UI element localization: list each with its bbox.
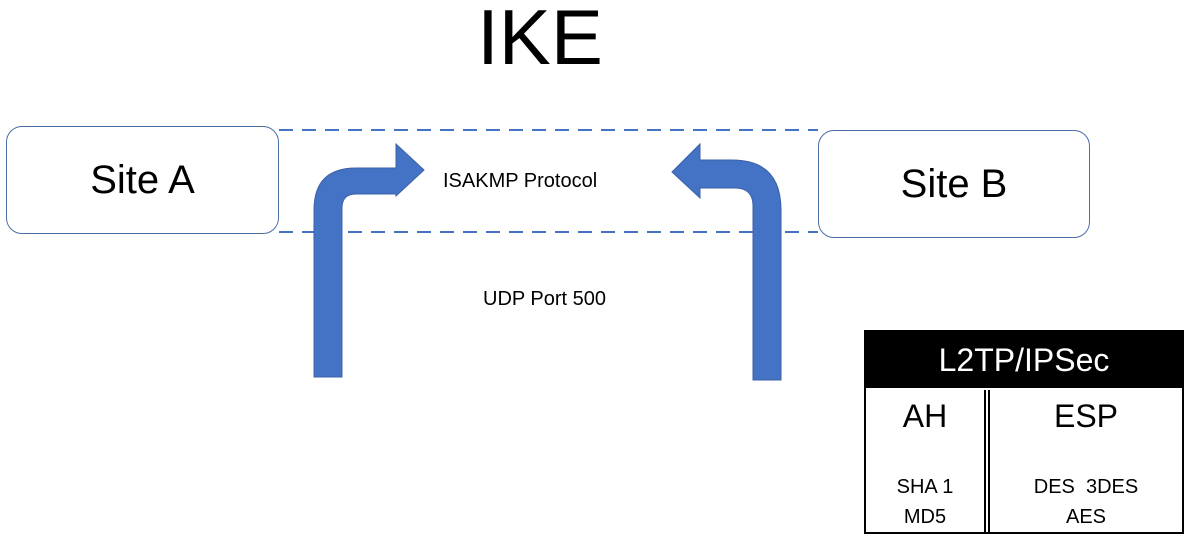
protocol-label: ISAKMP Protocol (443, 170, 598, 192)
site-a-label: Site A (90, 157, 195, 202)
ah-algorithm-item: SHA 1 (896, 476, 954, 498)
ah-algorithm-item: MD5 (903, 506, 947, 528)
left-curved-arrow (313, 142, 425, 378)
esp-algorithm-item: DES 3DES (1033, 476, 1139, 498)
ah-algorithms: SHA 1 MD5 (866, 472, 984, 532)
site-b-label: Site B (900, 161, 1008, 206)
ah-title: AH (902, 398, 948, 434)
esp-algorithms: DES 3DES AES (990, 472, 1182, 532)
port-label: UDP Port 500 (483, 288, 607, 310)
site-a-box: Site A (6, 126, 279, 234)
ah-cell: AH SHA 1 MD5 (866, 390, 986, 532)
esp-title: ESP (1053, 398, 1119, 434)
ipsec-table: L2TP/IPSec AH SHA 1 MD5 ESP DES 3DES AES (864, 330, 1184, 534)
diagram-title: IKE (477, 0, 603, 81)
ipsec-table-header: L2TP/IPSec (866, 332, 1182, 388)
site-b-box: Site B (818, 130, 1090, 238)
esp-algorithm-item: AES (1065, 506, 1107, 528)
right-curved-arrow (671, 142, 782, 381)
esp-cell: ESP DES 3DES AES (988, 390, 1182, 532)
